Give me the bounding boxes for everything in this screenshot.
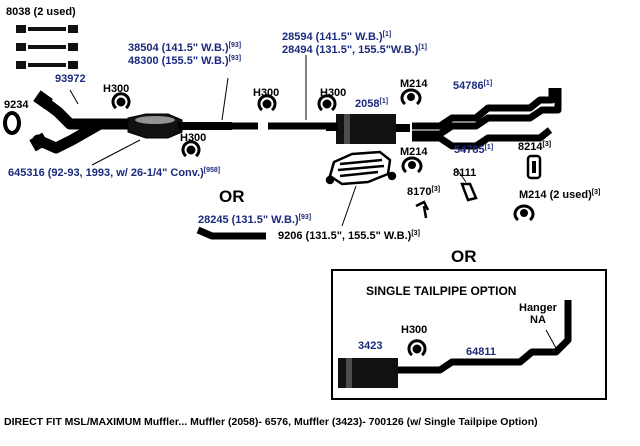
or-label-2: OR [451, 247, 477, 266]
label-h300-4: H300 [320, 87, 347, 99]
hanger-m214-icons [400, 88, 535, 222]
label-8111: 8111 [453, 167, 477, 179]
pointer-9206 [341, 185, 357, 227]
label-h300-3: H300 [253, 87, 280, 99]
label-3423: 3423 [358, 340, 383, 352]
label-28245: 28245 (131.5" W.B.)[93] [198, 214, 312, 226]
label-h300-box: H300 [401, 324, 428, 336]
single-tailpipe-title: SINGLE TAILPIPE OPTION [366, 284, 517, 298]
label-9234: 9234 [4, 99, 29, 111]
label-m214-2: M214 [400, 146, 428, 158]
heat-shield-9206 [325, 150, 397, 186]
label-48300: 48300 (155.5" W.B.)[93] [128, 55, 242, 67]
label-54786: 54786[1] [453, 80, 493, 92]
label-m214-1: M214 [400, 78, 428, 90]
label-54785: 54785[1] [454, 144, 494, 156]
tailpipes [412, 88, 562, 150]
label-28494: 28494 (131.5", 155.5"W.B.)[1] [282, 44, 427, 56]
label-hanger-na: NA [530, 314, 546, 326]
label-h300-1: H300 [103, 83, 130, 95]
clamp-8038-icons [16, 25, 78, 69]
y-pipe-645316 [29, 90, 146, 154]
footer-note: DIRECT FIT MSL/MAXIMUM Muffler... Muffle… [4, 416, 538, 428]
pointer-8111 [455, 167, 467, 183]
muffler-2058 [326, 114, 410, 144]
label-8214: 8214[3] [518, 141, 552, 153]
label-8170: 8170[3] [407, 186, 441, 198]
label-93972: 93972 [55, 73, 86, 85]
alt-pipe-28245 [196, 226, 266, 240]
label-9206: 9206 (131.5", 155.5" W.B.)[3] [278, 230, 420, 242]
pointer-645316 [91, 139, 141, 166]
single-tailpipe-drawing [338, 300, 572, 388]
label-28594: 28594 (141.5" W.B.)[1] [282, 31, 392, 43]
bracket-8111 [460, 182, 478, 202]
label-8038: 8038 (2 used) [6, 6, 76, 18]
hanger-h300-icons [111, 92, 427, 357]
gasket-9234 [3, 111, 21, 135]
strap-8214 [526, 154, 542, 180]
label-m214-2-used: M214 (2 used)[3] [519, 189, 601, 201]
label-2058: 2058[1] [355, 98, 389, 110]
pointer-38504 [221, 77, 229, 121]
clip-8170 [415, 200, 430, 219]
pointer-93972 [69, 89, 79, 105]
label-645316: 645316 (92-93, 1993, w/ 26-1/4" Conv.)[9… [8, 167, 221, 179]
label-38504: 38504 (141.5" W.B.)[93] [128, 42, 242, 54]
label-hanger: Hanger [519, 302, 557, 314]
single-tailpipe-option-box [331, 269, 607, 400]
label-64811: 64811 [466, 346, 496, 358]
label-h300-2: H300 [180, 132, 207, 144]
or-label-1: OR [219, 187, 245, 206]
